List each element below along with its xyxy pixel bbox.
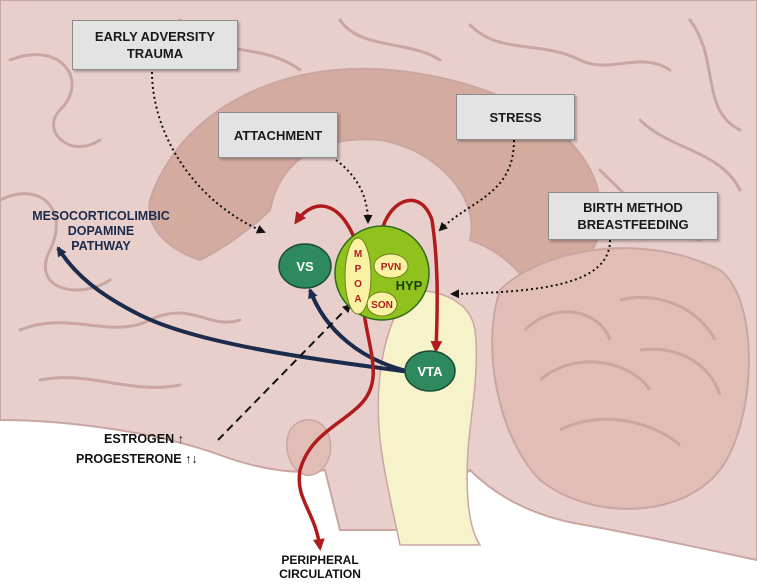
mesocorticolimbic-line2: DOPAMINE: [26, 224, 176, 239]
son-label: SON: [371, 300, 393, 311]
birth-method-box: BIRTH METHOD BREASTFEEDING: [548, 192, 718, 240]
stress-text: STRESS: [489, 109, 541, 126]
peripheral-line1: PERIPHERAL: [255, 553, 385, 567]
brain-stem: [378, 290, 480, 545]
vta-label: VTA: [417, 364, 443, 379]
stress-box: STRESS: [456, 94, 575, 140]
mpoa-letter-a: A: [354, 294, 361, 305]
mesocorticolimbic-line1: MESOCORTICOLIMBIC: [26, 209, 176, 224]
early-adversity-box: EARLY ADVERSITY TRAUMA: [72, 20, 238, 70]
progesterone-label: PROGESTERONE ↑↓: [76, 452, 198, 467]
estrogen-arrow-icon: ↑: [178, 432, 184, 446]
early-adversity-line2: TRAUMA: [127, 45, 183, 62]
pituitary: [287, 420, 331, 476]
progesterone-arrows-icon: ↑↓: [185, 452, 198, 466]
progesterone-text: PROGESTERONE: [76, 452, 182, 466]
peripheral-line2: CIRCULATION: [255, 567, 385, 581]
peripheral-circulation-label: PERIPHERAL CIRCULATION: [255, 553, 385, 581]
attachment-box: ATTACHMENT: [218, 112, 338, 158]
early-adversity-line1: EARLY ADVERSITY: [95, 28, 215, 45]
birth-method-line2: BREASTFEEDING: [577, 216, 688, 233]
mesocorticolimbic-line3: PATHWAY: [26, 239, 176, 254]
hyp-label: HYP: [396, 278, 423, 293]
estrogen-label: ESTROGEN ↑: [104, 432, 184, 447]
cerebellum: [492, 248, 749, 509]
mesocorticolimbic-label: MESOCORTICOLIMBIC DOPAMINE PATHWAY: [26, 209, 176, 254]
attachment-text: ATTACHMENT: [234, 127, 322, 144]
pvn-label: PVN: [381, 262, 402, 273]
estrogen-text: ESTROGEN: [104, 432, 174, 446]
vs-label: VS: [296, 259, 314, 274]
mpoa-letter-m: M: [354, 249, 362, 260]
mpoa-letter-p: P: [355, 264, 362, 275]
mpoa-letter-o: O: [354, 279, 362, 290]
birth-method-line1: BIRTH METHOD: [583, 199, 683, 216]
